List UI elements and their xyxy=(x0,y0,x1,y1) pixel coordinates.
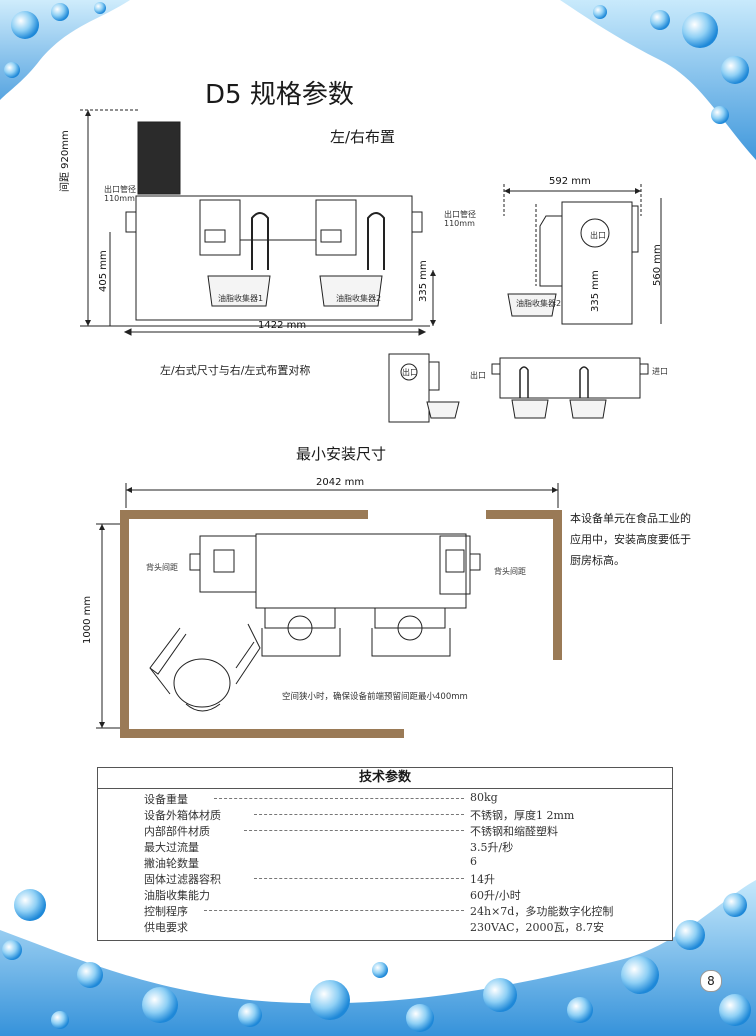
spec-row: 设备重量 80kg xyxy=(144,791,664,806)
spec-value: 6 xyxy=(470,855,477,868)
dim-405-label: 405 mm xyxy=(98,250,109,292)
bin-2-label: 油脂收集器2 xyxy=(336,294,382,303)
thumb-outlet-label: 出口 xyxy=(402,368,418,377)
side-outlet-label: 出口 xyxy=(590,231,606,240)
spec-table: 技术参数 设备重量 80kg 设备外箱体材质 不锈钢，厚度1 2mm 内部部件材… xyxy=(97,767,673,941)
spec-value: 3.5升/秒 xyxy=(470,841,514,854)
thumb-inlet-label: 出口 xyxy=(470,371,486,380)
right-clearance-label: 背头间距 xyxy=(494,567,526,576)
spec-key: 设备外箱体材质 xyxy=(144,809,221,822)
outlet-pipe-label: 出口管径 110mm xyxy=(444,210,476,228)
dim-560-label: 560 mm xyxy=(652,244,663,286)
spec-key: 设备重量 xyxy=(144,793,188,806)
left-clearance-label: 背头间距 xyxy=(146,563,178,572)
spec-row: 固体过滤器容积 14升 xyxy=(144,871,664,886)
mirror-front-thumbnail xyxy=(491,357,649,419)
spec-key: 固体过滤器容积 xyxy=(144,873,221,886)
space-note: 空间狭小时，确保设备前端预留间距最小400mm xyxy=(282,692,468,702)
spec-row: 内部部件材质 不锈钢和缩醛塑料 xyxy=(144,823,664,838)
spec-row: 控制程序 24h×7d，多功能数字化控制 xyxy=(144,903,664,918)
install-diagram xyxy=(96,483,562,738)
spec-value: 24h×7d，多功能数字化控制 xyxy=(470,905,614,918)
dim-335-side-label: 335 mm xyxy=(590,270,601,312)
spec-row: 撇油轮数量 6 xyxy=(144,855,664,870)
inlet-pipe-label: 出口管径 110mm xyxy=(104,185,136,203)
height-920-label: 间距 920mm xyxy=(60,130,71,192)
spec-value: 14升 xyxy=(470,873,495,886)
spec-row: 供电要求 230VAC，2000瓦，8.7安 xyxy=(144,919,664,934)
side-bin-label: 油脂收集器2 xyxy=(516,299,562,308)
spec-value: 230VAC，2000瓦，8.7安 xyxy=(470,921,605,934)
dim-1000-label: 1000 mm xyxy=(82,595,93,644)
dim-2042-label: 2042 mm xyxy=(316,477,365,488)
spec-key: 最大过流量 xyxy=(144,841,199,854)
spec-key: 撇油轮数量 xyxy=(144,857,199,870)
thumb-out-label: 进口 xyxy=(652,367,668,376)
spec-table-title: 技术参数 xyxy=(98,768,672,789)
spec-key: 内部部件材质 xyxy=(144,825,210,838)
spec-value: 不锈钢，厚度1 2mm xyxy=(470,809,575,822)
symmetry-note: 左/右式尺寸与右/左式布置对称 xyxy=(160,364,311,377)
mirror-side-thumbnail xyxy=(388,353,460,423)
dim-1422-label: 1422 mm xyxy=(258,320,307,331)
dim-592-label: 592 mm xyxy=(549,176,591,187)
dim-335-label: 335 mm xyxy=(418,260,429,302)
install-heading: 最小安装尺寸 xyxy=(296,445,387,463)
spec-value: 80kg xyxy=(470,791,498,804)
spec-row: 设备外箱体材质 不锈钢，厚度1 2mm xyxy=(144,807,664,822)
spec-value: 60升/小时 xyxy=(470,889,521,902)
front-view-diagram xyxy=(80,109,436,336)
spec-key: 供电要求 xyxy=(144,921,188,934)
spec-row: 最大过流量 3.5升/秒 xyxy=(144,839,664,854)
installation-note: 本设备单元在食品工业的应用中，安装高度要低于厨房标高。 xyxy=(570,512,691,567)
layout-heading: 左/右布置 xyxy=(330,128,396,146)
spec-row: 油脂收集能力 60升/小时 xyxy=(144,887,664,902)
spec-key: 控制程序 xyxy=(144,905,188,918)
side-view-diagram xyxy=(503,184,662,325)
spec-value: 不锈钢和缩醛塑料 xyxy=(470,825,558,838)
page-number: 8 xyxy=(700,970,722,992)
bin-1-label: 油脂收集器1 xyxy=(218,294,264,303)
page-title: D5 规格参数 xyxy=(205,80,354,110)
spec-key: 油脂收集能力 xyxy=(144,889,210,902)
